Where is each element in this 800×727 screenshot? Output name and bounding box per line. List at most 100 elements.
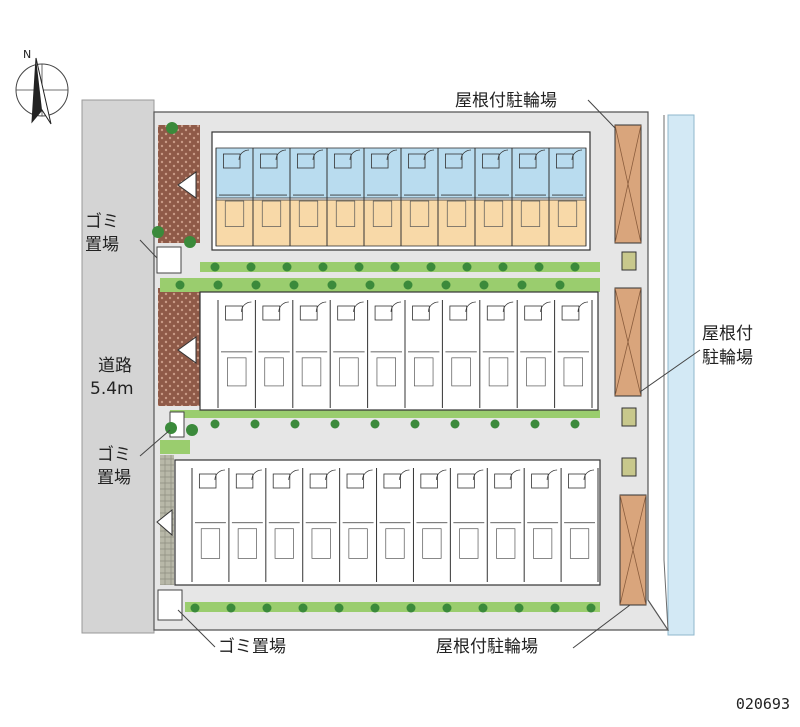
unit-5 (339, 468, 374, 582)
unit-10 (523, 468, 559, 582)
tree (462, 262, 472, 272)
tree (210, 262, 220, 272)
tree (318, 262, 328, 272)
tree (517, 280, 527, 290)
tree (190, 603, 200, 613)
unit-5 (363, 148, 398, 246)
leader-bike-bottom (572, 604, 631, 649)
unit-10 (554, 300, 589, 408)
tree (251, 280, 261, 290)
tree (246, 262, 256, 272)
tree (442, 603, 452, 613)
tree (406, 603, 416, 613)
tree (354, 262, 364, 272)
tree (226, 603, 236, 613)
tree (282, 262, 292, 272)
entrance-marker-1 (177, 171, 197, 199)
unit-7 (437, 148, 472, 246)
bike-shed-2 (614, 287, 642, 397)
tree (498, 262, 508, 272)
river (667, 114, 695, 636)
tree (290, 419, 300, 429)
unit-8 (479, 300, 515, 408)
unit-6 (376, 468, 411, 582)
tree (514, 603, 524, 613)
grass-5 (160, 440, 190, 454)
tree (479, 280, 489, 290)
unit-9 (486, 468, 522, 582)
unit-1 (217, 300, 253, 408)
label-garbage-1-line1: ゴミ (85, 212, 119, 232)
unit-2 (228, 468, 263, 582)
garbage-box-3 (157, 589, 183, 621)
unit-8 (449, 468, 485, 582)
building-middle (199, 291, 599, 411)
river-bank-line (663, 115, 669, 631)
grass-4 (185, 602, 600, 612)
building-north-units (215, 148, 587, 246)
unit-5 (367, 300, 402, 408)
tree (298, 603, 308, 613)
tree (403, 280, 413, 290)
tree (530, 419, 540, 429)
tree (250, 419, 260, 429)
grass-3 (170, 410, 600, 418)
tree (166, 122, 178, 134)
unit-3 (265, 468, 300, 582)
unit-8 (474, 148, 509, 246)
road (81, 99, 155, 634)
label-road-line2: 5.4m (90, 379, 134, 399)
tree (390, 262, 400, 272)
trees (152, 122, 596, 613)
unit-6 (404, 300, 440, 408)
tree (184, 236, 196, 248)
tree (210, 419, 220, 429)
label-bike-shed-bottom: 屋根付駐輪場 (436, 637, 538, 657)
label-bike-shed-right-1: 屋根付 (702, 324, 753, 344)
label-road-line1: 道路 (98, 356, 132, 376)
leader-garbage-2 (139, 429, 171, 457)
tree (186, 424, 198, 436)
entrance-marker-3 (156, 508, 173, 537)
unit-9 (516, 300, 552, 408)
garbage-box-1 (156, 246, 182, 274)
building-middle-units (217, 300, 593, 408)
label-garbage-2-line1: ゴミ (97, 445, 131, 465)
tree (490, 419, 500, 429)
leader-garbage-1 (139, 239, 158, 259)
tree (152, 226, 164, 238)
label-garbage-1-line2: 置場 (85, 235, 119, 255)
label-bike-shed-right-2: 駐輪場 (702, 348, 753, 368)
utility-box-1 (621, 251, 637, 271)
tree (550, 603, 560, 613)
unit-7 (412, 468, 448, 582)
tree (555, 280, 565, 290)
grass-2 (160, 278, 600, 292)
grass-1 (200, 262, 600, 272)
entrance-marker-2 (177, 336, 197, 364)
tree (534, 262, 544, 272)
compass-north-label: N (23, 48, 31, 61)
tree (365, 280, 375, 290)
tree (370, 603, 380, 613)
unit-9 (511, 148, 546, 246)
bike-shed-1 (614, 124, 642, 244)
unit-1 (191, 468, 226, 582)
unit-2 (252, 148, 287, 246)
tree (570, 419, 580, 429)
tree (330, 419, 340, 429)
tree (334, 603, 344, 613)
building-south-units (191, 468, 599, 582)
leader-bike-right (639, 349, 701, 393)
compass-icon (15, 57, 69, 125)
tree (570, 262, 580, 272)
tree (441, 280, 451, 290)
tree (450, 419, 460, 429)
label-bike-shed-top: 屋根付駐輪場 (455, 91, 557, 111)
map-code: 020693 (735, 695, 790, 713)
tree (213, 280, 223, 290)
tree (410, 419, 420, 429)
tree (289, 280, 299, 290)
unit-3 (292, 300, 328, 408)
